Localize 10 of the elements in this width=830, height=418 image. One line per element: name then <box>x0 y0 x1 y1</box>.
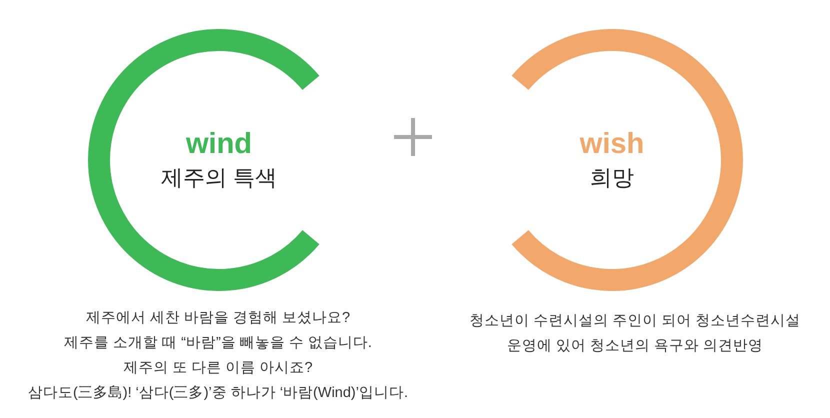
ring-subtitle: 제주의 특색 <box>160 164 278 192</box>
ring-heading: wish <box>580 127 644 162</box>
ring-heading: wind <box>186 127 252 162</box>
ring-subtitle: 희망 <box>590 164 634 192</box>
description-line: 삼다도(三多島)! ‘삼다(三多)’중 하나가 ‘바람(Wind)’입니다. <box>28 384 408 403</box>
description-line: 제주에서 세찬 바람을 경험해 보셨나요? <box>86 309 350 328</box>
description-line: 운영에 있어 청소년의 욕구와 의견반영 <box>506 337 764 356</box>
description-line: 제주를 소개할 때 “바람”을 빼놓을 수 없습니다. <box>64 334 372 353</box>
description-line: 청소년이 수련시설의 주인이 되어 청소년수련시설 <box>469 312 801 331</box>
description-line: 제주의 또 다른 이름 아시죠? <box>123 359 313 378</box>
